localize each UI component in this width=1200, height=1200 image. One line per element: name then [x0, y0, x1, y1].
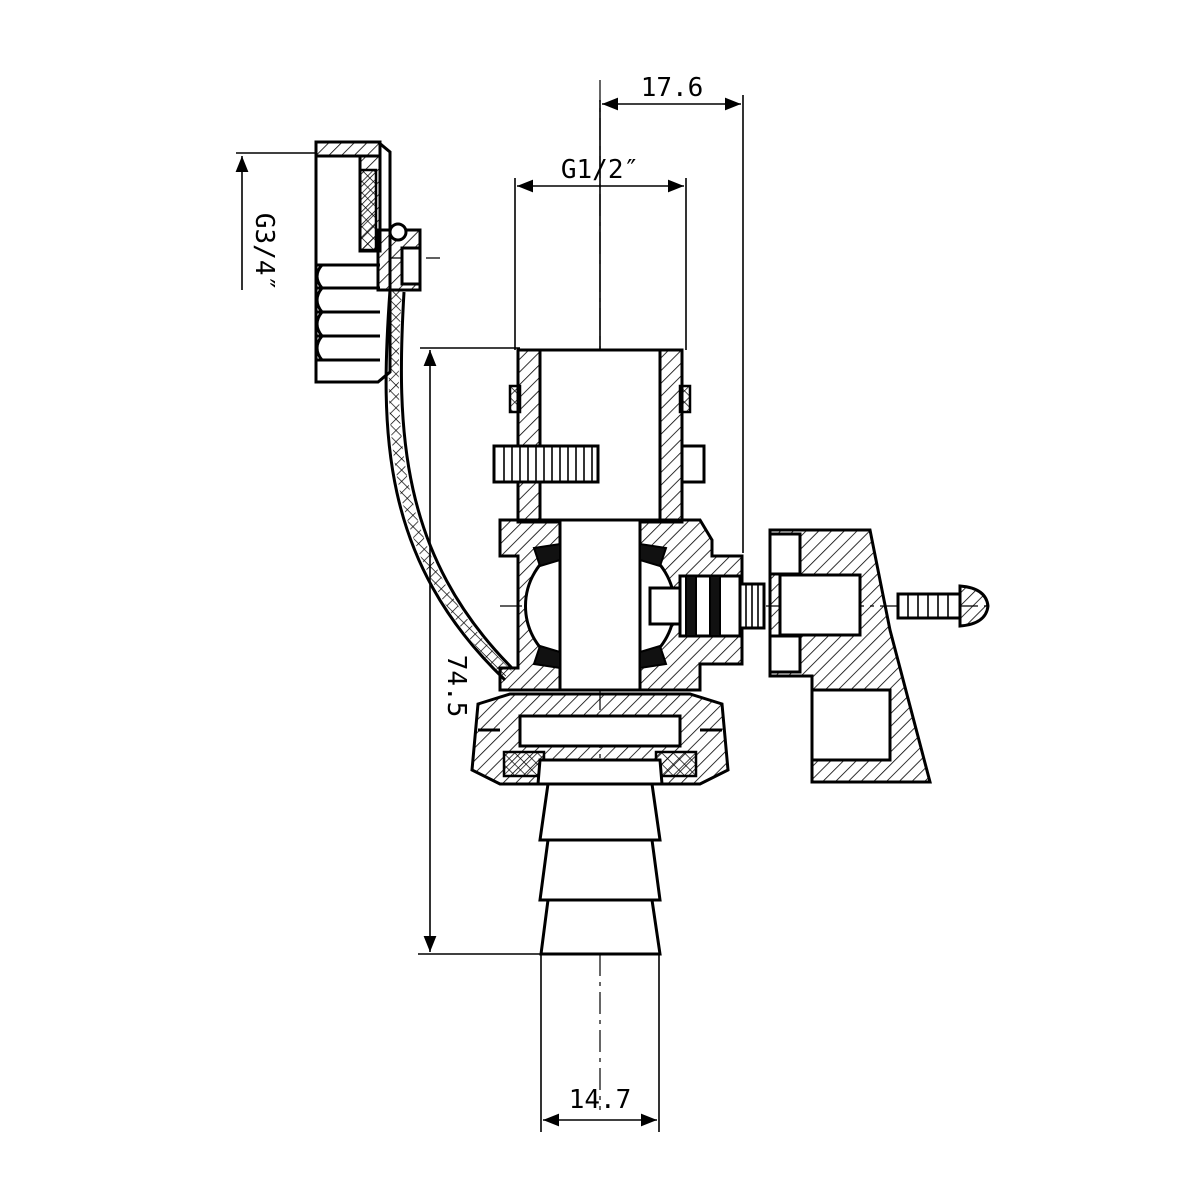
- screw: [896, 584, 990, 628]
- nut: [470, 692, 730, 786]
- dimension-label-g1-2: G1/2″: [561, 155, 639, 185]
- dimension-thread-top: G1/2″: [514, 155, 687, 350]
- hose-barb: [536, 758, 664, 956]
- dimension-label-g3-4: G3/4″: [249, 213, 279, 291]
- upper-pipe: [508, 348, 692, 524]
- cap: [314, 140, 422, 384]
- valve-body: [498, 518, 744, 692]
- knurled-ring: [492, 444, 706, 484]
- dimension-width-bottom: 14.7: [540, 955, 660, 1132]
- dimension-label-74-5: 74.5: [441, 655, 471, 718]
- dimension-width-top: 17.6: [599, 73, 744, 553]
- dimension-thread-cap: G3/4″: [235, 152, 316, 291]
- dimension-label-14-7: 14.7: [569, 1085, 632, 1115]
- stem: [648, 574, 766, 638]
- dimension-height: 74.5: [418, 347, 545, 955]
- handle: [768, 528, 932, 784]
- strap: [384, 289, 514, 682]
- dimension-label-17-6: 17.6: [641, 73, 704, 103]
